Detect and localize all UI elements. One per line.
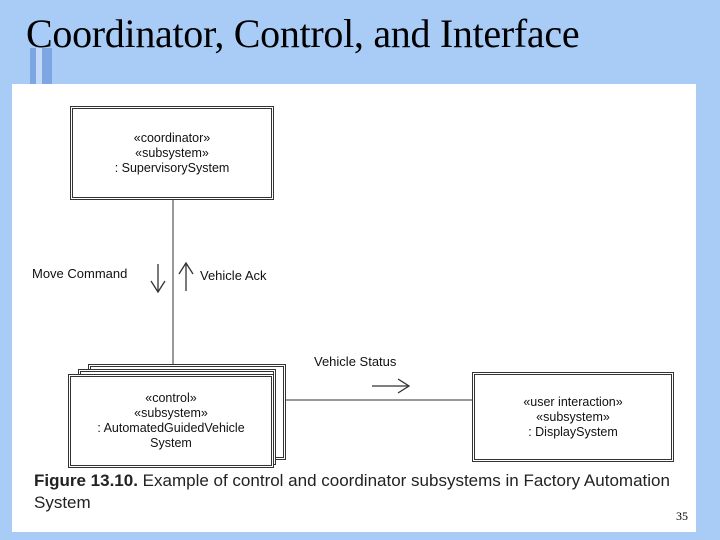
agv-name: : AutomatedGuidedVehicle (97, 421, 245, 435)
supervisory-stereotype-coordinator: «coordinator» (133, 130, 211, 145)
move-command-label: Move Command (32, 266, 128, 281)
page-number: 35 (676, 509, 688, 523)
vehicle-ack-label: Vehicle Ack (200, 268, 267, 283)
figure-caption-text: Example of control and coordinator subsy… (34, 471, 670, 512)
agv-system-box: «control» «subsystem» : AutomatedGuidedV… (68, 374, 274, 468)
agv-stereotype-control: «control» (145, 391, 197, 405)
display-stereotype-subsystem: «subsystem» (536, 409, 610, 424)
vehicle-ack-arrow-icon (178, 261, 194, 291)
figure-number: Figure 13.10. (34, 471, 138, 490)
agv-name-cont: System (150, 436, 192, 450)
supervisory-name: : SupervisorySystem (114, 160, 230, 175)
agv-stereotype-subsystem: «subsystem» (134, 406, 208, 420)
display-system-box: «user interaction» «subsystem» : Display… (472, 372, 674, 462)
display-stereotype-user-interaction: «user interaction» (523, 394, 623, 409)
figure-caption: Figure 13.10. Example of control and coo… (34, 470, 684, 514)
supervisory-stereotype-subsystem: «subsystem» (135, 145, 209, 160)
figure-panel: «coordinator» «subsystem» : SupervisoryS… (12, 84, 696, 532)
supervisory-system-box: «coordinator» «subsystem» : SupervisoryS… (70, 106, 274, 200)
vehicle-status-arrow-icon (372, 378, 411, 394)
slide-title: Coordinator, Control, and Interface (26, 11, 580, 56)
connector-lines (150, 200, 472, 401)
title-accent-bar (30, 48, 52, 84)
vehicle-status-label: Vehicle Status (314, 354, 397, 369)
display-name: : DisplaySystem (528, 424, 618, 439)
move-command-arrow-icon (150, 264, 166, 294)
